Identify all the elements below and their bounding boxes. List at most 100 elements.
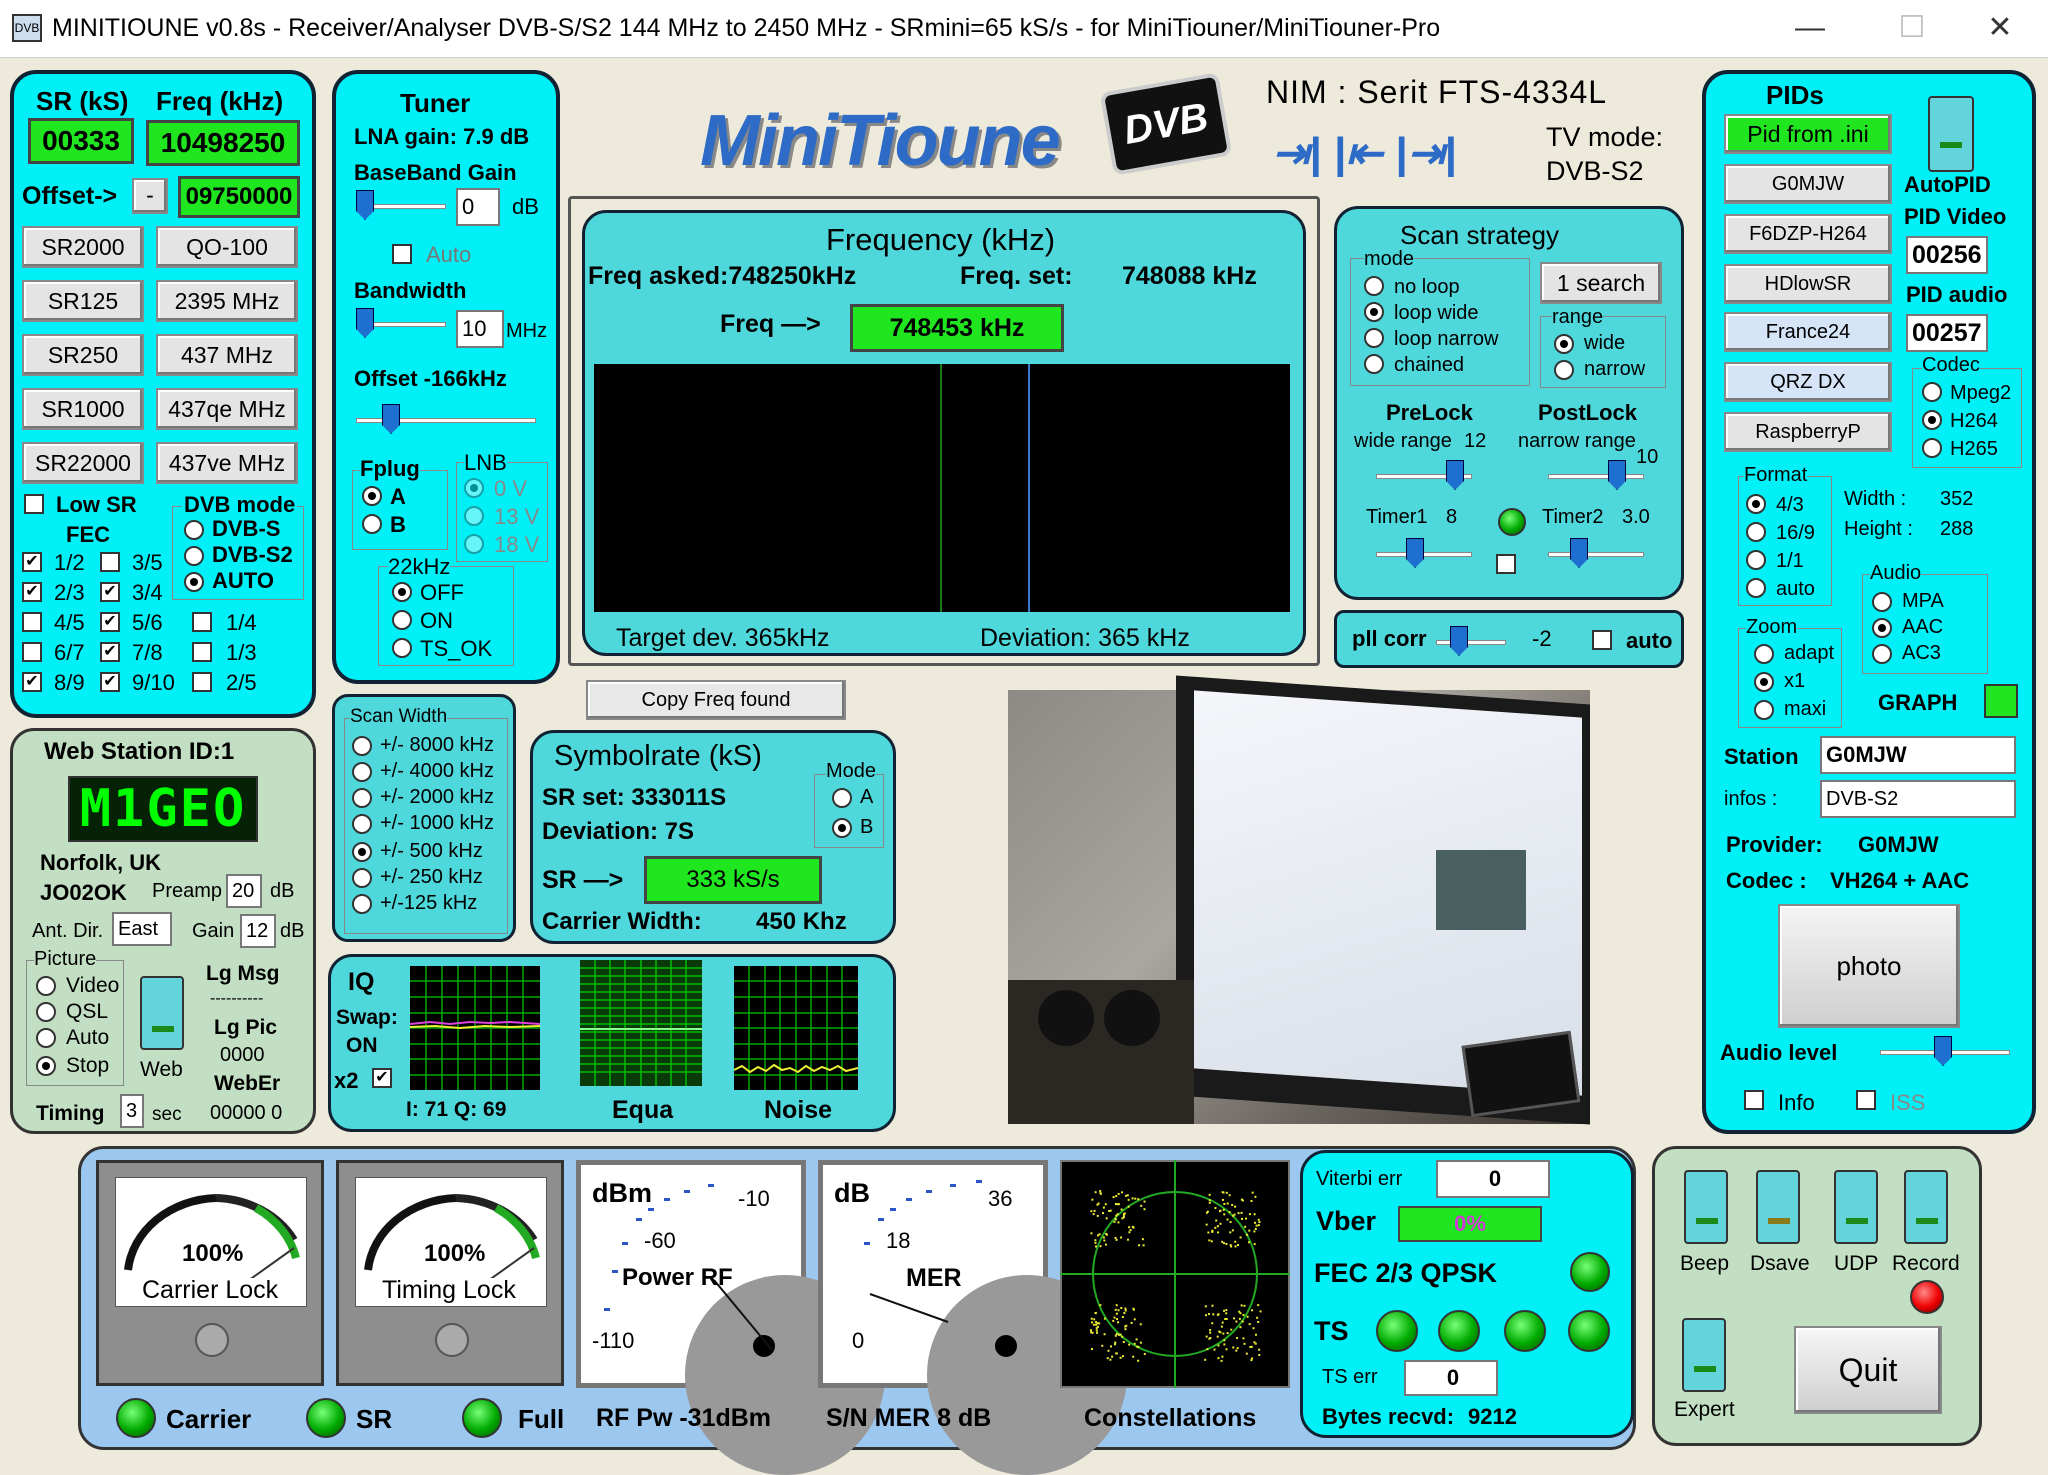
dsave-switch[interactable] [1756, 1170, 1800, 1244]
video-display[interactable] [1008, 675, 1590, 1125]
lnb-13v-radio[interactable] [464, 506, 484, 526]
dvb-s2-radio[interactable] [184, 546, 204, 566]
audio-mpa-radio[interactable] [1872, 592, 1892, 612]
infos-input[interactable]: DVB-S2 [1820, 780, 2016, 818]
copy-freq-button[interactable]: Copy Freq found [586, 680, 846, 720]
fec-9-10-checkbox[interactable]: ✔ [100, 672, 120, 692]
preset-qrzdx-button[interactable]: QRZ DX [1724, 362, 1892, 402]
pid-video-input[interactable]: 00256 [1906, 236, 1988, 274]
sr-mode-a-radio[interactable] [832, 788, 852, 808]
22khz-tsok-radio[interactable] [392, 638, 412, 658]
sw-125-radio[interactable] [352, 894, 372, 914]
dvb-s-radio[interactable] [184, 520, 204, 540]
codec-h264-radio[interactable] [1922, 410, 1942, 430]
format-1-1-radio[interactable] [1746, 550, 1766, 570]
fec-1-4-checkbox[interactable] [192, 612, 212, 632]
fec-2-5-checkbox[interactable] [192, 672, 212, 692]
fec-6-7-checkbox[interactable] [22, 642, 42, 662]
freq-2395-button[interactable]: 2395 MHz [156, 280, 298, 322]
web-switch[interactable] [140, 976, 184, 1050]
picture-auto-radio[interactable] [36, 1028, 56, 1048]
udp-switch[interactable] [1834, 1170, 1878, 1244]
loop-narrow-radio[interactable] [1364, 328, 1384, 348]
autopid-switch[interactable] [1928, 96, 1974, 172]
freq-437ve-button[interactable]: 437ve MHz [156, 442, 298, 484]
dvb-auto-radio[interactable] [184, 572, 204, 592]
audio-aac-radio[interactable] [1872, 618, 1892, 638]
photo-button[interactable]: photo [1778, 904, 1960, 1028]
fec-2-3-checkbox[interactable]: ✔ [22, 582, 42, 602]
freq-437-button[interactable]: 437 MHz [156, 334, 298, 376]
zoom-adapt-radio[interactable] [1754, 644, 1774, 664]
offset-sign-button[interactable]: - [132, 178, 168, 214]
sw-1000-radio[interactable] [352, 814, 372, 834]
lnb-18v-radio[interactable] [464, 534, 484, 554]
fec-1-3-checkbox[interactable] [192, 642, 212, 662]
chained-radio[interactable] [1364, 354, 1384, 374]
beep-switch[interactable] [1684, 1170, 1728, 1244]
record-switch[interactable] [1904, 1170, 1948, 1244]
audio-ac3-radio[interactable] [1872, 644, 1892, 664]
close-button[interactable]: ✕ [1987, 11, 2013, 44]
timer2-slider[interactable] [1570, 538, 1588, 568]
preset-g0mjw-button[interactable]: G0MJW [1724, 164, 1892, 204]
sw-2000-radio[interactable] [352, 788, 372, 808]
preset-raspberryp-button[interactable]: RaspberryP [1724, 412, 1892, 452]
fec-8-9-checkbox[interactable]: ✔ [22, 672, 42, 692]
quit-button[interactable]: Quit [1794, 1326, 1942, 1414]
baseband-gain-slider[interactable] [356, 190, 374, 220]
tuner-offset-slider[interactable] [382, 404, 400, 434]
audio-level-slider[interactable] [1934, 1036, 1952, 1066]
freq-value-field[interactable]: 10498250 [146, 120, 300, 166]
fec-7-8-checkbox[interactable]: ✔ [100, 642, 120, 662]
auto-gain-checkbox[interactable] [392, 244, 412, 264]
picture-stop-radio[interactable] [36, 1056, 56, 1076]
baseband-gain-input[interactable]: 0 [456, 188, 500, 226]
lnb-0v-radio[interactable] [464, 478, 484, 498]
sr22000-button[interactable]: SR22000 [22, 442, 144, 484]
station-input[interactable]: G0MJW [1820, 736, 2016, 774]
22khz-on-radio[interactable] [392, 610, 412, 630]
preamp-input[interactable]: 20 [226, 874, 262, 908]
prelock-range-slider[interactable] [1446, 460, 1464, 490]
qo100-button[interactable]: QO-100 [156, 226, 298, 268]
scan-option-checkbox[interactable] [1496, 554, 1516, 574]
codec-mpeg2-radio[interactable] [1922, 382, 1942, 402]
sr-value-field[interactable]: 00333 [28, 118, 134, 164]
one-search-button[interactable]: 1 search [1540, 262, 1662, 304]
preset-hdlowsr-button[interactable]: HDlowSR [1724, 264, 1892, 304]
fec-5-6-checkbox[interactable]: ✔ [100, 612, 120, 632]
loop-wide-radio[interactable] [1364, 302, 1384, 322]
fec-4-5-checkbox[interactable] [22, 612, 42, 632]
preset-france24-button[interactable]: France24 [1724, 312, 1892, 352]
low-sr-checkbox[interactable] [24, 494, 44, 514]
fplug-b-radio[interactable] [362, 514, 382, 534]
picture-video-radio[interactable] [36, 976, 56, 996]
fplug-a-radio[interactable] [362, 486, 382, 506]
antdir-input[interactable]: East [112, 912, 172, 946]
fec-3-5-checkbox[interactable] [100, 552, 120, 572]
graph-toggle[interactable] [1984, 684, 2018, 718]
format-4-3-radio[interactable] [1746, 494, 1766, 514]
bandwidth-slider[interactable] [356, 308, 374, 338]
zoom-maxi-radio[interactable] [1754, 700, 1774, 720]
sw-8000-radio[interactable] [352, 736, 372, 756]
minimize-button[interactable]: — [1795, 11, 1825, 44]
gain-input[interactable]: 12 [240, 914, 276, 948]
no-loop-radio[interactable] [1364, 276, 1384, 296]
range-narrow-radio[interactable] [1554, 360, 1574, 380]
maximize-button[interactable]: ☐ [1898, 11, 1926, 44]
sr2000-button[interactable]: SR2000 [22, 226, 144, 268]
spectrum-display[interactable] [594, 364, 1290, 612]
timer1-slider[interactable] [1406, 538, 1424, 568]
offset-value-field[interactable]: 09750000 [178, 176, 300, 218]
sw-4000-radio[interactable] [352, 762, 372, 782]
picture-qsl-radio[interactable] [36, 1002, 56, 1022]
sr125-button[interactable]: SR125 [22, 280, 144, 322]
preset-f6dzp-button[interactable]: F6DZP-H264 [1724, 214, 1892, 254]
sw-500-radio[interactable] [352, 842, 372, 862]
pid-from-ini-button[interactable]: Pid from .ini [1724, 114, 1892, 154]
sr250-button[interactable]: SR250 [22, 334, 144, 376]
info-checkbox[interactable] [1744, 1090, 1764, 1110]
pll-corr-slider[interactable] [1450, 626, 1468, 656]
